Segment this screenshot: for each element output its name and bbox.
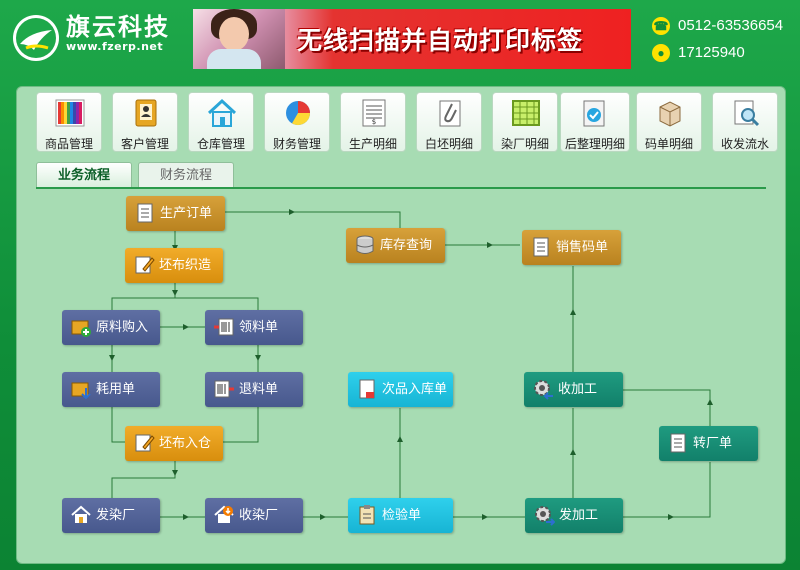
node-label: 收加工 — [558, 382, 598, 397]
node-label: 检验单 — [382, 508, 422, 523]
banner-photo — [193, 9, 285, 69]
tool-label: 染厂明细 — [500, 137, 549, 151]
node-inspection[interactable]: 检验单 — [348, 498, 453, 533]
tool-label: 后整理明细 — [564, 137, 625, 151]
brand-url: www.fzerp.net — [66, 40, 164, 53]
tool-label: 生产明细 — [348, 137, 397, 151]
phone-icon: ☎ — [652, 17, 670, 35]
pie-chart-icon — [286, 101, 310, 126]
magnifier-doc-icon — [734, 100, 760, 127]
node-raw-purchase[interactable]: 原料购入 — [62, 310, 160, 345]
document-icon — [137, 203, 153, 223]
tool-customer-management[interactable]: 客户管理 — [112, 92, 178, 152]
document-alert-icon — [359, 379, 375, 399]
node-greige-weaving[interactable]: 坯布织造 — [125, 248, 223, 283]
node-sales-packing[interactable]: 销售码单 — [522, 230, 621, 265]
node-label: 坯布入仓 — [159, 436, 212, 451]
database-icon — [356, 235, 374, 254]
brand-name: 旗云科技 — [66, 13, 170, 41]
tool-warehouse-management[interactable]: 仓库管理 — [188, 92, 254, 152]
node-label: 原料购入 — [96, 320, 149, 335]
node-label: 次品入库单 — [382, 382, 448, 397]
document-icon — [670, 433, 686, 453]
barcode-out-icon — [214, 380, 234, 398]
color-swatch-icon — [55, 99, 85, 127]
node-inventory-query[interactable]: 库存查询 — [346, 228, 445, 263]
gear-out-icon — [535, 506, 555, 526]
qq-icon: ● — [652, 44, 670, 62]
svg-text:$: $ — [372, 118, 376, 126]
tool-product-management[interactable]: 商品管理 — [36, 92, 102, 152]
phone-number: 0512-63536654 — [678, 17, 784, 34]
tab-finance-flow[interactable]: 财务流程 — [138, 162, 234, 188]
tool-label: 商品管理 — [44, 137, 93, 151]
node-label: 销售码单 — [556, 240, 609, 255]
grid-table-icon — [512, 100, 540, 126]
node-label: 发加工 — [559, 508, 599, 523]
node-receive-dyeing[interactable]: 收染厂 — [205, 498, 303, 533]
edit-document-icon — [135, 434, 155, 452]
node-label: 生产订单 — [160, 206, 213, 221]
clipboard-icon — [359, 505, 375, 525]
tool-production-detail[interactable]: $ 生产明细 — [340, 92, 406, 152]
node-defect-stock-in[interactable]: 次品入库单 — [348, 372, 453, 407]
barcode-in-icon — [214, 318, 234, 336]
node-label: 收染厂 — [239, 508, 279, 523]
node-label: 领料单 — [239, 320, 279, 335]
tool-label: 客户管理 — [120, 137, 169, 151]
node-receive-processing[interactable]: 收加工 — [524, 372, 623, 407]
tool-dyeing-detail[interactable]: 染厂明细 — [492, 92, 558, 152]
node-production-order[interactable]: 生产订单 — [126, 196, 225, 231]
node-material-return[interactable]: 退料单 — [205, 372, 303, 407]
tool-label: 收发流水 — [720, 137, 769, 151]
node-send-dyeing[interactable]: 发染厂 — [62, 498, 160, 533]
node-label: 耗用单 — [96, 382, 136, 397]
check-doc-icon — [583, 100, 605, 127]
node-greige-stock-in[interactable]: 坯布入仓 — [125, 426, 223, 461]
node-label: 退料单 — [239, 382, 279, 397]
qq-number: 17125940 — [678, 44, 745, 61]
box-add-icon — [71, 320, 91, 337]
node-label: 库存查询 — [380, 238, 433, 253]
module-toolbar: 商品管理 客户管理 仓库管理 财务管理 $ 生产明细 — [16, 86, 784, 158]
tool-label: 白坯明细 — [424, 137, 473, 151]
paperclip-doc-icon — [439, 100, 461, 127]
node-label: 转厂单 — [693, 436, 733, 451]
app-header: 旗云科技 www.fzerp.net 无线扫描并自动打印标签 ☎ 0512-63… — [0, 0, 800, 82]
contact-book-icon — [135, 99, 157, 127]
edit-document-icon — [135, 256, 155, 274]
spreadsheet-doc-icon: $ — [362, 99, 386, 127]
tool-label: 码单明细 — [644, 137, 693, 151]
house-icon — [207, 98, 237, 127]
ad-banner[interactable]: 无线扫描并自动打印标签 — [193, 9, 631, 69]
node-transfer-factory[interactable]: 转厂单 — [659, 426, 758, 461]
banner-text: 无线扫描并自动打印标签 — [297, 26, 584, 55]
node-label: 发染厂 — [96, 508, 136, 523]
tool-greige-detail[interactable]: 白坯明细 — [416, 92, 482, 152]
brand-logo-icon — [13, 15, 59, 61]
document-icon — [533, 237, 549, 257]
tab-business-flow[interactable]: 业务流程 — [36, 162, 132, 188]
tool-finance-management[interactable]: 财务管理 — [264, 92, 330, 152]
tool-finishing-detail[interactable]: 后整理明细 — [560, 92, 630, 152]
tool-transaction-log[interactable]: 收发流水 — [712, 92, 778, 152]
brand: 旗云科技 www.fzerp.net — [66, 14, 170, 54]
house-icon — [71, 505, 91, 523]
tool-packing-detail[interactable]: 码单明细 — [636, 92, 702, 152]
box-icon — [659, 101, 681, 127]
node-material-issue[interactable]: 领料单 — [205, 310, 303, 345]
tool-label: 仓库管理 — [196, 137, 245, 151]
house-download-icon — [214, 505, 234, 523]
node-consumption[interactable]: 耗用单 — [62, 372, 160, 407]
node-label: 坯布织造 — [159, 258, 212, 273]
node-send-processing[interactable]: 发加工 — [525, 498, 623, 533]
tab-underline — [36, 187, 766, 189]
gear-in-icon — [534, 380, 553, 400]
box-down-icon — [71, 382, 91, 400]
tool-label: 财务管理 — [272, 137, 321, 151]
